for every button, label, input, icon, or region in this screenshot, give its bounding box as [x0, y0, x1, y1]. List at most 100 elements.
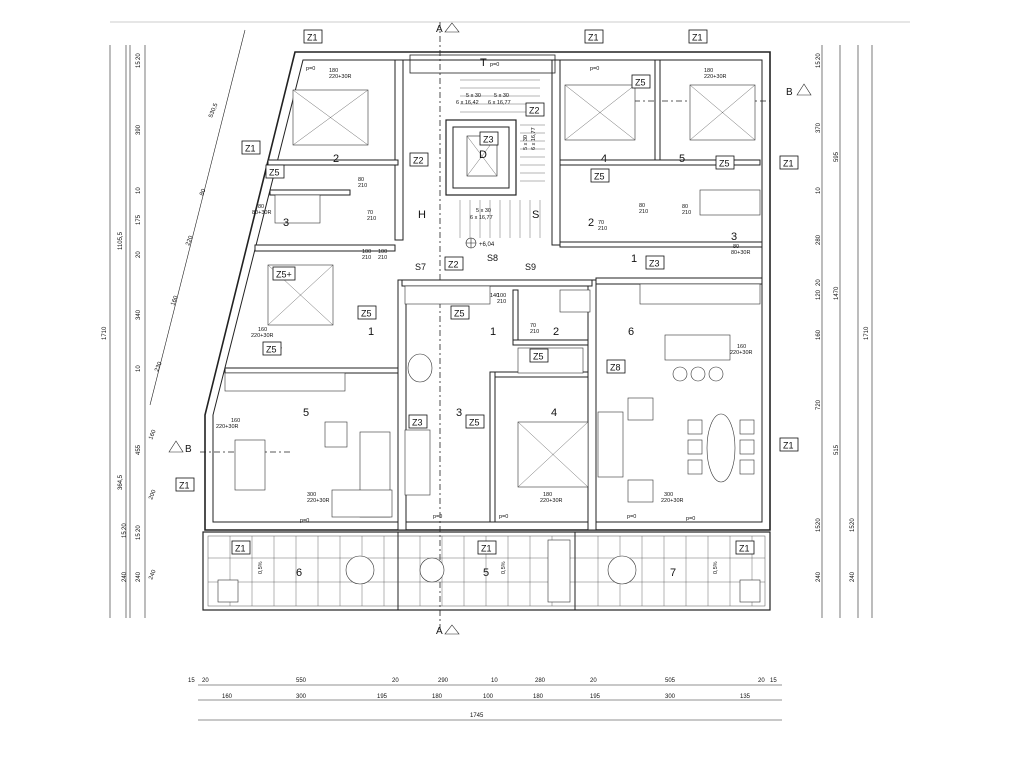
- dim-right-inner: 160: [816, 329, 822, 340]
- tag-z2-left: Z2: [409, 152, 429, 167]
- s8-label: S8: [487, 253, 498, 263]
- dim-right-inner: 10: [816, 187, 822, 194]
- tag-z5-j: Z5: [465, 414, 485, 429]
- tag-label: Z1: [588, 33, 599, 43]
- room-h: H: [418, 209, 426, 221]
- door-note: 300: [664, 492, 673, 498]
- dim-bottom-2: 300: [665, 694, 676, 700]
- svg-text:5 x 30: 5 x 30: [523, 135, 529, 150]
- dim-left-inner: 20: [136, 251, 142, 258]
- dim-bottom-1: 15: [188, 678, 195, 684]
- dim-bottom-2: 135: [740, 694, 751, 700]
- door-note: 160: [258, 327, 267, 333]
- dim-diagonal: 160: [170, 295, 180, 307]
- door-note: 80: [733, 244, 739, 250]
- dim-left-inner2: 15: [122, 531, 128, 538]
- tag-z1-top-right: Z1: [688, 29, 708, 44]
- room-w-5: 5: [303, 407, 309, 419]
- tag-label: Z5: [594, 172, 605, 182]
- tag-z5-f: Z5: [590, 168, 610, 183]
- dim-bottom-1: 20: [202, 678, 209, 684]
- dim-right-inner: 280: [816, 234, 822, 245]
- tag-z5-c: Z5: [357, 305, 377, 320]
- tag-z8: Z8: [606, 359, 626, 374]
- door-note: 210: [378, 255, 387, 261]
- dim-diagonal: 220: [185, 235, 195, 247]
- tag-label: Z8: [610, 363, 621, 373]
- dim-left-inner: 10: [136, 365, 142, 372]
- dim-right-outer: 1710: [864, 326, 870, 340]
- door-note: 80: [639, 203, 645, 209]
- tag-z1-right-top: Z1: [779, 155, 799, 170]
- room-e-3: 3: [731, 231, 737, 243]
- door-note: 220+30R: [661, 498, 684, 504]
- door-note: 80: [358, 177, 364, 183]
- door-note: 100: [362, 249, 371, 255]
- tag-z5-g: Z5: [715, 155, 735, 170]
- section-b-left-mark: B: [168, 440, 192, 455]
- svg-text:5 x 30: 5 x 30: [466, 93, 481, 99]
- tag-z1-top-mid: Z1: [584, 29, 604, 44]
- tag-label: Z1: [307, 33, 318, 43]
- tag-label: Z1: [235, 544, 246, 554]
- door-note: p=0: [590, 66, 599, 72]
- tag-label: Z1: [692, 33, 703, 43]
- room-e-1: 1: [631, 253, 637, 265]
- tag-z5-h: Z5: [631, 74, 651, 89]
- tag-label: Z5: [454, 309, 465, 319]
- door-note: 220+30R: [307, 498, 330, 504]
- dim-left-inner: 175: [136, 214, 142, 225]
- room-w-6: 6: [296, 567, 302, 579]
- door-note: 140: [490, 293, 499, 299]
- svg-text:5 x 30: 5 x 30: [476, 208, 491, 214]
- misc-labels: +6,04 S7 S8 S9 0,5% 0,5% 0,5% 5 x 30 6 x…: [258, 93, 719, 574]
- door-note: 210: [358, 183, 367, 189]
- tag-z2-hall: Z2: [444, 256, 464, 271]
- dim-right-mid: 1470: [834, 286, 840, 300]
- tag-label: Z2: [529, 106, 540, 116]
- furniture: [217, 84, 761, 603]
- door-note: 80: [682, 204, 688, 210]
- door-note: 210: [367, 216, 376, 222]
- door-note: 210: [682, 210, 691, 216]
- tag-z3-mid: Z3: [408, 414, 428, 429]
- dim-left-inner: 390: [136, 124, 142, 135]
- svg-text:A: A: [436, 24, 443, 35]
- door-note: p=0: [686, 516, 695, 522]
- dim-right-inner: 15: [816, 61, 822, 68]
- dim-diagonal: 160: [148, 429, 158, 441]
- dim-right-inner: 20: [816, 53, 822, 60]
- tag-label: Z2: [448, 260, 459, 270]
- door-note: 80: [258, 204, 264, 210]
- door-note: 80+30R: [252, 210, 271, 216]
- room-w-3: 3: [283, 217, 289, 229]
- dim-right-inner: 15: [816, 525, 822, 532]
- dim-diagonal: 230: [154, 361, 164, 373]
- dim-bottom-2: 195: [377, 694, 388, 700]
- tag-label: Z3: [412, 418, 423, 428]
- room-s: S: [532, 209, 539, 221]
- dim-right-inner: 720: [816, 399, 822, 410]
- level-mark: +6,04: [479, 242, 495, 248]
- door-note: 160: [231, 418, 240, 424]
- tag-label: Z5: [719, 159, 730, 169]
- tag-label: Z1: [783, 441, 794, 451]
- door-note: 210: [497, 299, 506, 305]
- tag-label: Z1: [783, 159, 794, 169]
- dim-diagonal: 200: [148, 489, 158, 501]
- door-note: p=0: [627, 514, 636, 520]
- room-e-5: 5: [679, 153, 685, 165]
- dim-right-mid: 595: [834, 151, 840, 162]
- dim-right-inner: 120: [816, 289, 822, 300]
- tag-label: Z3: [649, 259, 660, 269]
- slope-2: 0,5%: [501, 561, 507, 574]
- dim-bottom-2: 100: [483, 694, 494, 700]
- svg-text:6 x 16,42: 6 x 16,42: [456, 100, 479, 106]
- svg-text:B: B: [185, 444, 192, 455]
- door-note: 70: [530, 323, 536, 329]
- svg-text:A: A: [436, 626, 443, 637]
- dim-bottom-1: 550: [296, 678, 307, 684]
- room-w-2: 2: [333, 153, 339, 165]
- dim-right-mid: 515: [834, 444, 840, 455]
- slope-3: 0,5%: [713, 561, 719, 574]
